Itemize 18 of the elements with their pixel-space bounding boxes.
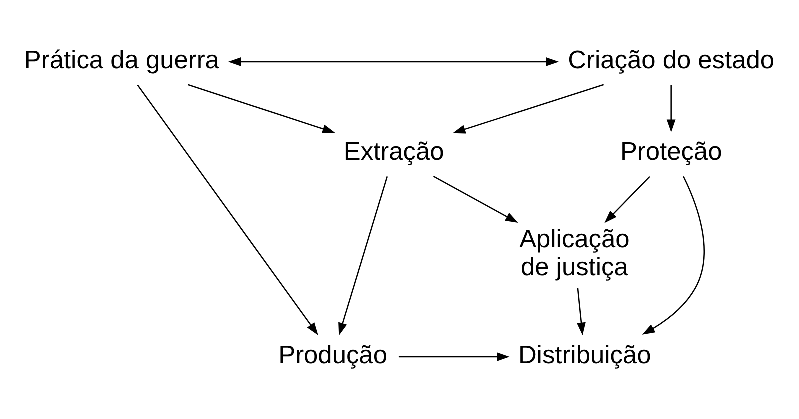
arrow	[338, 176, 388, 336]
node-text: Produção	[278, 341, 388, 370]
arrow	[452, 84, 604, 134]
arrow	[433, 176, 518, 224]
arrow	[137, 84, 318, 336]
node-text: Criação do estado	[568, 46, 775, 74]
arrow	[604, 176, 650, 224]
arrow	[228, 58, 560, 66]
node-text: Proteção	[620, 138, 722, 166]
node-text: Prática da guerra	[24, 46, 220, 74]
arrow	[577, 288, 586, 336]
arrow	[666, 85, 676, 132]
node-text: Aplicação de justiça	[520, 226, 630, 282]
arrow	[642, 176, 705, 335]
node-text: Extração	[344, 138, 444, 166]
arrow	[188, 84, 336, 134]
node-text: Distribuição	[518, 341, 652, 370]
arrow	[398, 352, 510, 362]
